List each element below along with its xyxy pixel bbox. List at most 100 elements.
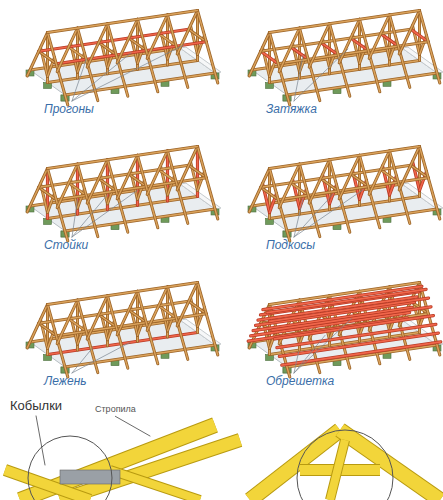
rafter — [57, 300, 77, 344]
ridge-beam — [270, 11, 420, 33]
rafter — [339, 155, 359, 199]
rafter — [309, 160, 329, 204]
rafter — [339, 155, 359, 199]
rafter — [117, 291, 137, 335]
rafter — [177, 283, 197, 327]
post-detail — [330, 440, 345, 500]
ridge-beam — [270, 147, 420, 169]
post-detail — [330, 440, 345, 500]
rafter — [27, 169, 47, 213]
batten — [263, 286, 422, 309]
leader-line — [294, 319, 352, 374]
purlin — [56, 314, 206, 336]
leader-line — [294, 199, 303, 237]
rafter — [87, 24, 107, 67]
leader-line — [72, 190, 138, 237]
rafter — [279, 28, 299, 72]
rafter — [27, 33, 47, 77]
leader-line — [294, 335, 325, 373]
zoom-circle — [297, 430, 393, 500]
rafter — [147, 15, 167, 59]
rafter — [279, 28, 299, 72]
rafter — [249, 169, 269, 213]
ridge-beam — [48, 147, 198, 169]
rafter — [57, 164, 77, 208]
wall-plate-detail — [60, 470, 120, 484]
leader-line — [36, 416, 45, 465]
rafter — [177, 283, 197, 327]
detail-label: Стропила — [95, 404, 136, 414]
batten — [267, 289, 426, 312]
rafter — [369, 151, 389, 195]
rafter — [57, 164, 77, 208]
part-label: Подкосы — [266, 239, 315, 253]
zoom-circle — [28, 436, 112, 500]
ridge-beam — [48, 283, 198, 305]
rafter — [339, 19, 359, 63]
rafter — [420, 11, 440, 84]
ridge-beam — [48, 147, 198, 169]
part-label: Стойки — [44, 239, 88, 253]
sprocket-detail — [110, 470, 200, 500]
rafter — [27, 169, 47, 213]
rafter — [339, 19, 359, 63]
rafter — [87, 24, 107, 67]
rafter — [198, 147, 218, 220]
purlin — [56, 178, 206, 200]
leader-line — [294, 194, 333, 237]
rafter — [399, 147, 419, 191]
rafter — [117, 291, 137, 335]
leader-line — [72, 45, 184, 101]
batten — [258, 297, 417, 320]
rafter — [147, 15, 167, 59]
leader-line — [72, 342, 130, 373]
ridge-beam — [270, 11, 420, 33]
rafter — [249, 169, 269, 213]
leader-line — [72, 348, 93, 373]
sprocket-detail — [110, 470, 200, 500]
rafter — [420, 11, 440, 84]
rafter — [249, 33, 269, 77]
rafter — [399, 11, 419, 55]
part-label: Лежень — [44, 375, 87, 389]
rafter — [27, 305, 47, 349]
batten — [267, 289, 426, 312]
rafter — [87, 296, 107, 340]
rafter — [399, 147, 419, 191]
rafter — [177, 11, 197, 55]
rafter — [87, 160, 107, 204]
rafter — [27, 305, 47, 349]
detail-label: Кобылки — [10, 399, 62, 414]
leader-line — [115, 416, 150, 436]
purlin — [56, 314, 206, 336]
rafter-detail — [60, 440, 240, 500]
rafter-detail — [60, 440, 240, 500]
batten — [263, 286, 422, 309]
rafter — [177, 147, 197, 191]
rafter — [198, 11, 218, 84]
rafter — [198, 11, 218, 84]
rafter — [279, 164, 299, 208]
batten — [258, 297, 417, 320]
rafter — [420, 147, 440, 220]
rafter — [87, 296, 107, 340]
part-label: Обрешетка — [266, 375, 334, 389]
rafter — [369, 15, 389, 59]
rafter — [57, 28, 77, 72]
rafter — [369, 151, 389, 195]
ridge-beam — [48, 11, 198, 33]
rafter — [57, 300, 77, 344]
rafter — [198, 283, 218, 356]
part-label: Прогоны — [44, 103, 94, 117]
rafter — [147, 287, 167, 331]
rafter — [369, 15, 389, 59]
rafter — [198, 147, 218, 220]
rafter — [147, 151, 167, 195]
rafter — [147, 151, 167, 195]
rafter — [177, 147, 197, 191]
ridge-beam — [48, 283, 198, 305]
rafter — [147, 287, 167, 331]
ridge-beam — [48, 11, 198, 33]
rafter — [249, 33, 269, 77]
purlin — [278, 42, 428, 64]
